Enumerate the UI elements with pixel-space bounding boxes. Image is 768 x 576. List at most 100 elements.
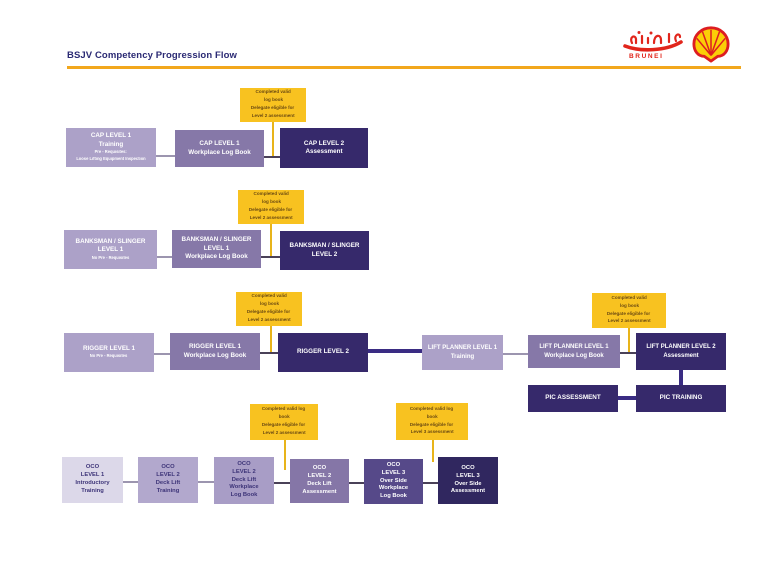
box-line: PIC ASSESSMENT bbox=[545, 394, 601, 402]
box-line: LEVEL 2 bbox=[156, 472, 180, 479]
rigger-logbook-box: RIGGER LEVEL 1 Workplace Log Book bbox=[170, 333, 260, 370]
box-line: Training bbox=[98, 140, 124, 148]
connector bbox=[154, 353, 170, 355]
note-line: Delegate eligible for bbox=[607, 311, 651, 316]
oco-level2-note: Completed valid log book Delegate eligib… bbox=[250, 404, 318, 440]
note-connector-line bbox=[628, 328, 630, 352]
cap-note: Completed valid log book Delegate eligib… bbox=[240, 88, 306, 122]
connector bbox=[620, 352, 636, 354]
box-line: CAP LEVEL 2 bbox=[303, 139, 345, 147]
box-line: Pre - Requisites: bbox=[94, 150, 128, 155]
box-line: LEVEL 1 bbox=[97, 246, 124, 254]
note-line: Level 2 assessment bbox=[607, 319, 651, 324]
box-line: RIGGER LEVEL 1 bbox=[188, 343, 242, 350]
note-connector-line bbox=[432, 440, 434, 462]
box-line: LEVEL 3 bbox=[381, 469, 406, 476]
box-line: Training bbox=[81, 487, 104, 494]
rigger-to-liftplanner-connector bbox=[368, 349, 422, 353]
connector bbox=[261, 256, 280, 258]
note-connector-line bbox=[270, 224, 272, 256]
banksman-level1-box: BANKSMAN / SLINGER LEVEL 1 No Pre - Requ… bbox=[64, 230, 157, 269]
box-line: OCO bbox=[161, 464, 175, 471]
box-line: Workplace Log Book bbox=[183, 351, 247, 359]
box-line: LEVEL 2 bbox=[311, 250, 338, 258]
liftplanner-training-box: LIFT PLANNER LEVEL 1 Training bbox=[422, 335, 503, 370]
box-line: Workplace Log Book bbox=[185, 253, 248, 261]
rigger-note: Completed valid log book Delegate eligib… bbox=[236, 292, 302, 326]
connector bbox=[260, 352, 278, 354]
note-line: Delegate eligible for bbox=[410, 422, 454, 427]
box-line: No Pre - Requisites bbox=[91, 255, 130, 260]
box-line: LIFT PLANNER LEVEL 1 bbox=[427, 345, 498, 352]
note-line: Delegate eligible for bbox=[247, 309, 291, 315]
note-line: Level 2 assessment bbox=[249, 215, 293, 221]
box-line: RIGGER LEVEL 1 bbox=[82, 344, 136, 352]
connector bbox=[503, 353, 528, 355]
brunei-shell-logo: BRUNEI bbox=[620, 22, 744, 66]
brunei-brand-label: BRUNEI bbox=[629, 53, 664, 60]
note-connector-line bbox=[284, 440, 286, 470]
connector bbox=[198, 481, 214, 483]
box-line: LEVEL 1 bbox=[203, 244, 230, 252]
box-line: LEVEL 2 bbox=[232, 468, 256, 475]
note-line: log book bbox=[619, 303, 639, 309]
shell-pecten-icon bbox=[692, 26, 730, 63]
note-connector-line bbox=[272, 122, 274, 156]
box-line: Training bbox=[450, 353, 475, 360]
rigger-level2-box: RIGGER LEVEL 2 bbox=[278, 333, 368, 372]
note-line: Delegate eligible for bbox=[262, 422, 306, 428]
pic-assessment-box: PIC ASSESSMENT bbox=[528, 385, 618, 412]
box-line: Deck Lift bbox=[155, 480, 181, 486]
box-line: Over Side bbox=[454, 480, 482, 487]
box-line: Deck Lift bbox=[307, 481, 332, 487]
note-line: Completed valid bbox=[251, 294, 287, 299]
box-line: PIC TRAINING bbox=[659, 394, 703, 402]
box-line: RIGGER LEVEL 2 bbox=[296, 348, 350, 356]
box-line: OCO bbox=[237, 460, 251, 467]
box-line: LEVEL 3 bbox=[456, 472, 480, 479]
connector bbox=[156, 155, 175, 157]
box-line: OCO bbox=[85, 464, 100, 471]
oco-level1-introductory-box: OCO LEVEL 1 Introductory Training bbox=[62, 457, 123, 503]
note-line: book bbox=[426, 414, 438, 420]
note-line: Completed valid log bbox=[262, 407, 306, 412]
box-line: Over Side bbox=[379, 477, 408, 484]
box-line: Assessment bbox=[663, 352, 699, 359]
cap-level2-assessment-box: CAP LEVEL 2 Assessment bbox=[280, 128, 368, 168]
box-line: No Pre - Requisites bbox=[90, 354, 128, 359]
note-line: Completed valid bbox=[611, 295, 647, 301]
liftplanner-note: Completed valid log book Delegate eligib… bbox=[592, 293, 666, 328]
note-line: Delegate eligible for bbox=[249, 207, 293, 213]
connector bbox=[423, 482, 438, 484]
box-line: LEVEL 1 bbox=[80, 472, 105, 479]
note-connector-line bbox=[270, 326, 272, 352]
box-line: LIFT PLANNER LEVEL 1 bbox=[539, 344, 609, 351]
oco-level3-logbook-box: OCO LEVEL 3 Over Side Workplace Log Book bbox=[364, 459, 423, 504]
box-line: LIFT PLANNER LEVEL 2 bbox=[646, 344, 716, 351]
box-line: BANKSMAN / SLINGER bbox=[181, 236, 252, 244]
box-line: LEVEL 2 bbox=[307, 473, 332, 480]
connector bbox=[349, 482, 364, 484]
box-line: Assessment bbox=[450, 488, 486, 495]
box-line: Workplace Log Book bbox=[544, 352, 604, 359]
rigger-level1-box: RIGGER LEVEL 1 No Pre - Requisites bbox=[64, 333, 154, 372]
connector bbox=[157, 256, 172, 258]
oco-level3-assessment-box: OCO LEVEL 3 Over Side Assessment bbox=[438, 457, 498, 504]
box-line: Log Book bbox=[230, 492, 258, 499]
note-line: Completed valid log bbox=[410, 406, 454, 412]
box-line: Assessment bbox=[305, 148, 343, 155]
box-line: Workplace bbox=[229, 484, 259, 491]
brunei-arabic-wordmark-icon bbox=[623, 31, 683, 52]
liftplanner-logbook-box: LIFT PLANNER LEVEL 1 Workplace Log Book bbox=[528, 335, 620, 368]
box-line: Workplace bbox=[378, 485, 409, 492]
box-line: Deck Lift bbox=[231, 476, 257, 483]
connector bbox=[274, 482, 290, 484]
box-line: OCO bbox=[386, 461, 401, 468]
box-line: Introductory bbox=[75, 480, 110, 486]
box-line: BANKSMAN / SLINGER bbox=[289, 242, 360, 249]
banksman-logbook-box: BANKSMAN / SLINGER LEVEL 1 Workplace Log… bbox=[172, 230, 261, 268]
box-line: Loose Lifting Equipment Inspection bbox=[76, 157, 146, 162]
connector bbox=[123, 481, 138, 483]
pic-connector bbox=[618, 396, 636, 400]
